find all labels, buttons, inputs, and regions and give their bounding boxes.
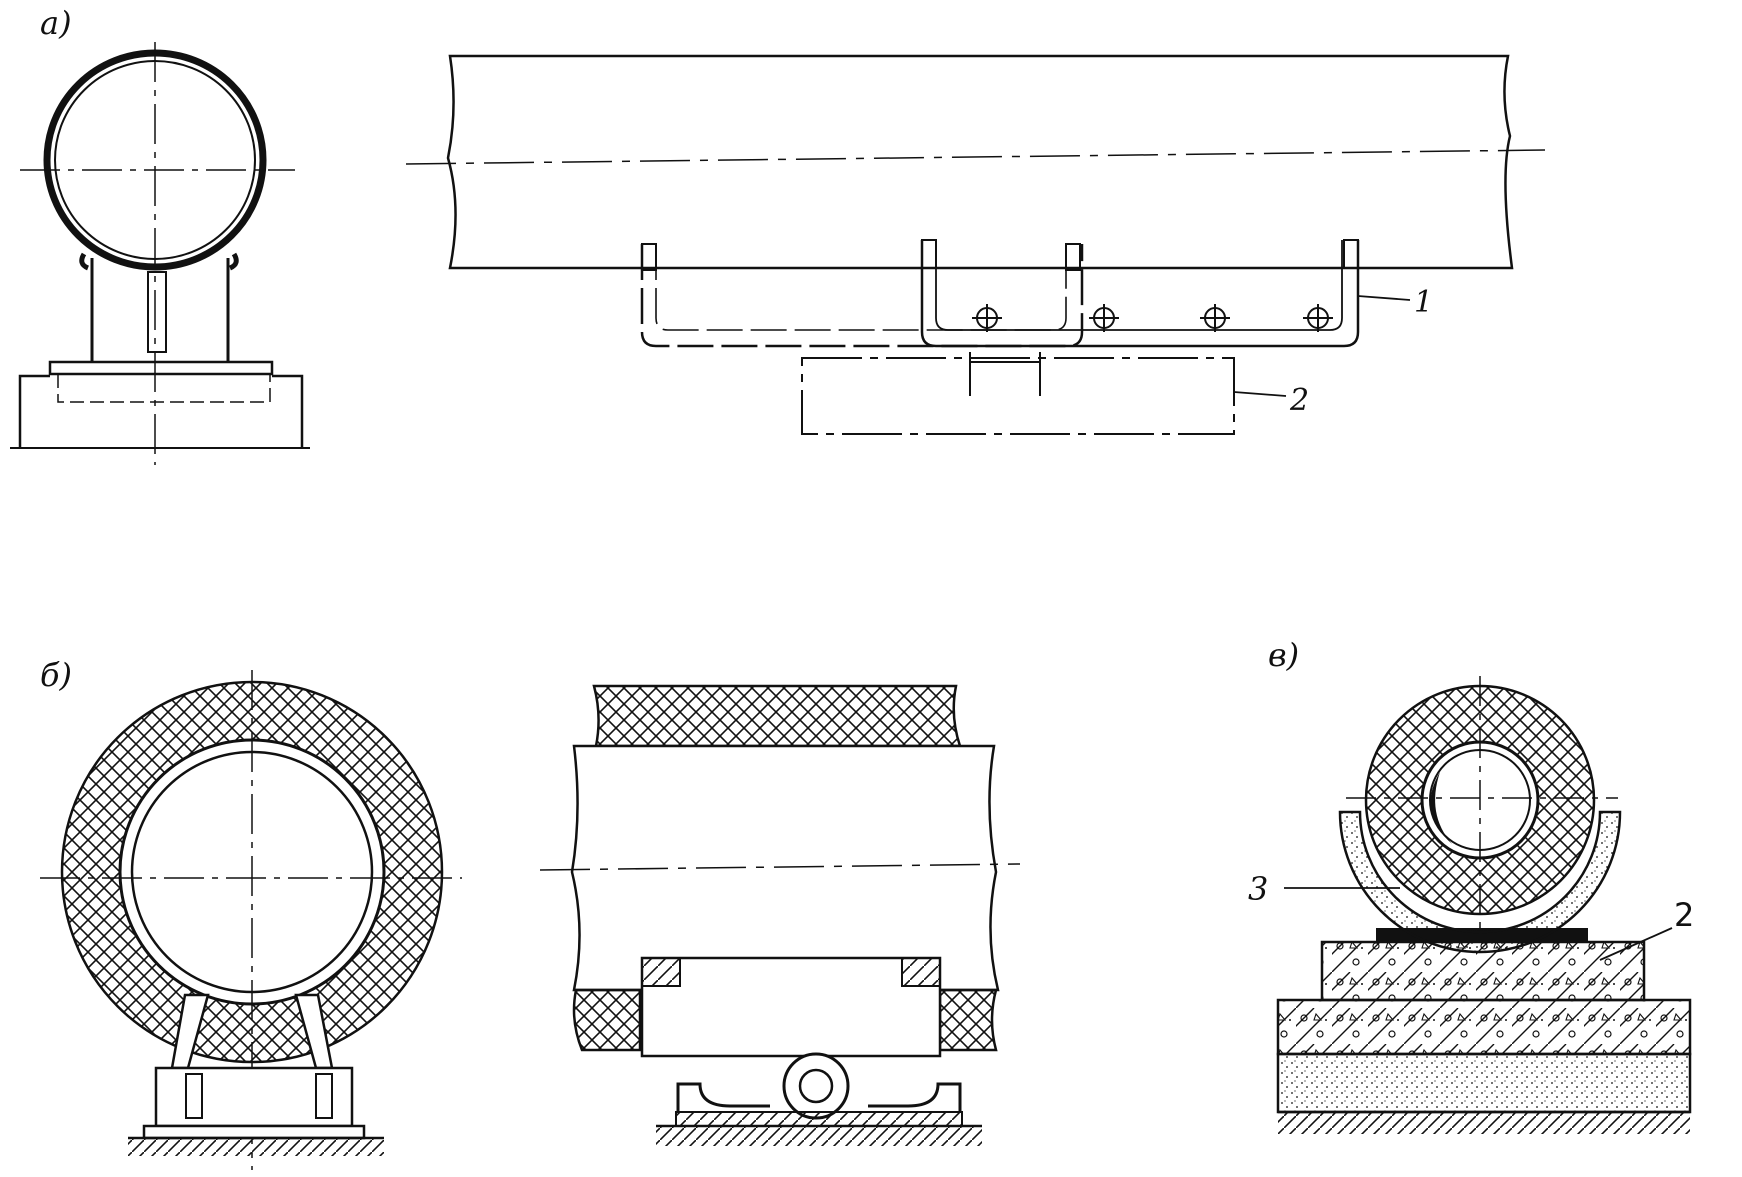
pipe-axis [539,863,1021,871]
insulation-bottom-left [572,988,642,1052]
label-view-b: б) [40,656,72,694]
label-2: 2 [1289,383,1309,418]
base-plate [142,1124,366,1140]
support-rib [147,271,167,353]
foundation [18,374,304,448]
roller-cradle [676,1082,962,1112]
support-legs [90,258,230,362]
cradle-shell-3 [1338,810,1622,954]
label-view-v: в) [1268,636,1299,674]
label-3: 3 [1248,870,1268,908]
pipe-body-side [446,54,1514,270]
label-1: 1 [1414,285,1433,320]
insulation-top [592,684,962,748]
ground-hatch [656,1126,982,1146]
base-plate [48,360,274,376]
bearing-left [185,1073,203,1119]
insulation-bottom-right [938,988,998,1052]
view-b: б) [40,656,1021,1170]
view-a-side [405,54,1546,435]
welds [79,252,239,271]
anchor-bolts [969,352,1041,396]
pipe-shading [1430,772,1452,844]
shoe-weld-right [901,957,941,987]
bracket-1-inner [935,240,1343,331]
label-view-a: а) [40,4,72,42]
bracket-1-outer [920,240,1360,348]
label-2b: 2 [1674,896,1694,934]
bracket-hidden-tab-right [1065,243,1081,271]
bearing-right [315,1073,333,1119]
support-pad-2 [1320,940,1646,1002]
bracket-1-tab-left [921,239,937,269]
leader-1 [1357,295,1411,301]
view-b-side [539,684,1021,1146]
leader-2 [1233,391,1287,397]
ground-hatch [1278,1112,1690,1134]
view-a-end [10,42,310,465]
bracket-1-tab-right [1343,239,1359,269]
ground-hatch [128,1138,384,1156]
view-v: в) 3 2 [1248,636,1694,1134]
base-hidden [57,374,271,403]
shoe-weld-left [641,957,681,987]
roller-base [675,1111,963,1127]
bracket-hidden-inner [655,244,1067,331]
bracket-hidden-tab-left [641,243,657,271]
bracket-hidden-outer [640,244,1084,348]
foundation-block-2 [801,357,1235,435]
bolt-holes [972,304,1333,332]
pipe-body [570,744,1000,992]
view-a: а) [10,4,1546,465]
leader-2b [1599,927,1673,961]
view-b-end [40,670,462,1170]
pipe-axis [405,149,1546,165]
sand-layer [1276,1052,1692,1114]
support-shoe [640,956,942,1058]
concrete-layer-lower [1276,998,1692,1056]
roller-axle [798,1068,834,1104]
